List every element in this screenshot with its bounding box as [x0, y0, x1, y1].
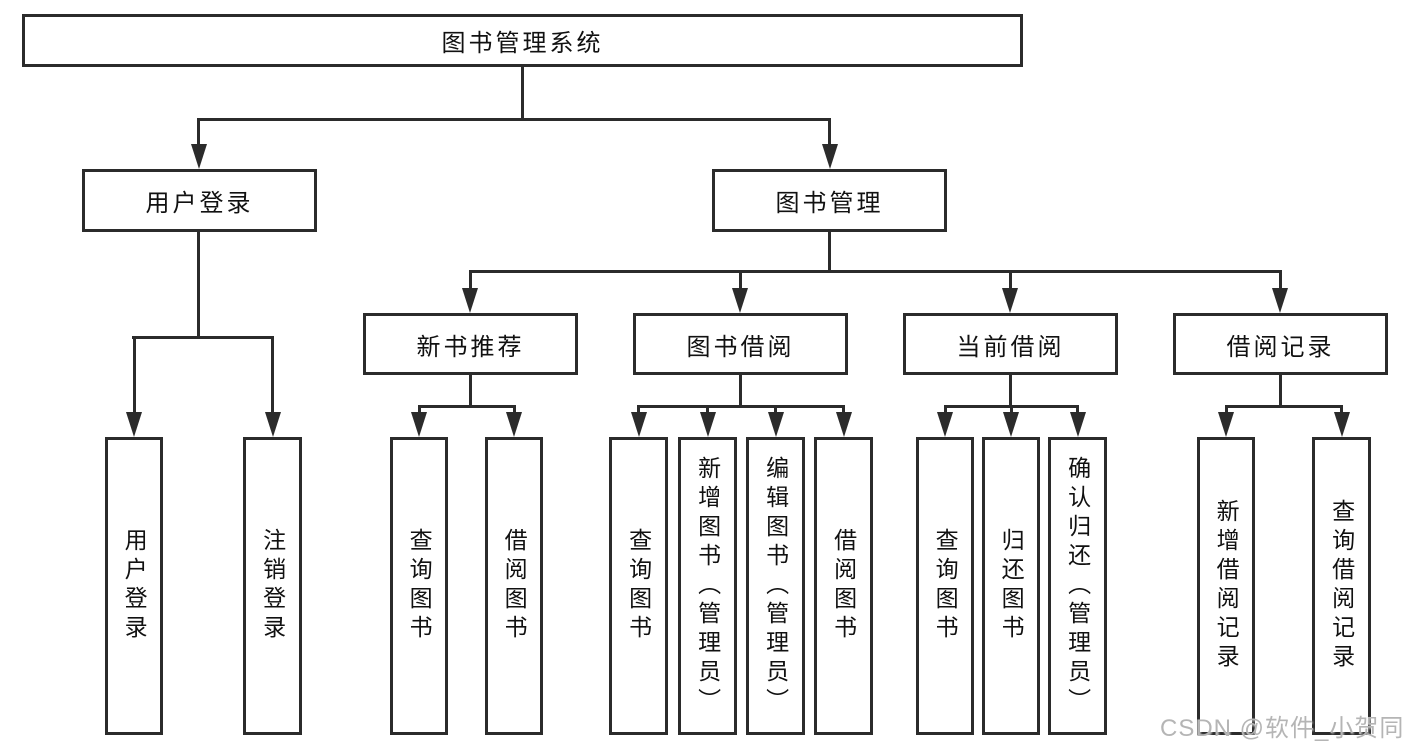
leaf-label: 查询图书: [932, 528, 959, 644]
arrowhead-icon: [411, 412, 427, 437]
connector-line: [417, 408, 421, 414]
connector-line: [943, 408, 947, 414]
leaf-label: 归还图书: [998, 528, 1025, 644]
node-book-management: 图书管理: [712, 169, 947, 232]
leaf-label: 借阅图书: [501, 528, 528, 644]
connector-line: [1009, 375, 1012, 406]
arrowhead-icon: [462, 288, 478, 313]
arrowhead-icon: [937, 412, 953, 437]
arrowhead-icon: [699, 412, 716, 437]
connector-line: [706, 408, 709, 414]
leaf-query-borrow-record: 查询借阅记录: [1312, 437, 1371, 735]
connector-line: [828, 232, 831, 270]
leaf-add-borrow-record: 新增借阅记录: [1197, 437, 1255, 735]
leaf-label: 编辑图书（管理员）: [762, 455, 789, 717]
leaf-query-books-recommend: 查询图书: [390, 437, 448, 735]
connector-line: [738, 273, 742, 290]
connector-line: [271, 339, 274, 414]
leaf-label: 借阅图书: [830, 528, 857, 644]
leaf-label: 查询图书: [406, 528, 433, 644]
connector-line: [468, 270, 1282, 273]
leaf-logout: 注销登录: [243, 437, 302, 735]
leaf-label: 确认归还（管理员）: [1064, 455, 1091, 717]
connector-line: [1008, 273, 1012, 290]
arrowhead-icon: [1272, 288, 1288, 313]
connector-line: [1279, 375, 1282, 406]
leaf-query-books-current: 查询图书: [916, 437, 974, 735]
connector-line: [739, 375, 742, 406]
leaf-label: 用户登录: [121, 528, 148, 644]
connector-line: [197, 121, 200, 146]
connector-line: [417, 405, 516, 408]
watermark: CSDN @软件_小贺同学: [1160, 715, 1405, 742]
leaf-confirm-return-admin: 确认归还（管理员）: [1048, 437, 1107, 735]
arrowhead-icon: [1069, 412, 1086, 437]
connector-line: [637, 408, 640, 414]
connector-line: [1224, 405, 1343, 408]
connector-line: [943, 405, 1079, 408]
connector-line: [1076, 408, 1079, 414]
node-new-book-recommend: 新书推荐: [363, 313, 578, 375]
arrowhead-icon: [264, 412, 281, 437]
node-current-borrowing: 当前借阅: [903, 313, 1118, 375]
leaf-label: 注销登录: [259, 528, 286, 644]
connector-line: [637, 405, 845, 408]
connector-line: [828, 121, 831, 146]
node-user-login: 用户登录: [82, 169, 317, 232]
arrowhead-icon: [630, 412, 647, 437]
connector-line: [469, 375, 472, 406]
leaf-label: 新增借阅记录: [1213, 499, 1240, 673]
arrowhead-icon: [1333, 412, 1350, 437]
leaf-borrow-books-borrowing: 借阅图书: [814, 437, 873, 735]
connector-line: [1340, 408, 1343, 414]
arrowhead-icon: [126, 412, 142, 437]
connector-line: [132, 339, 136, 414]
arrowhead-icon: [767, 412, 784, 437]
connector-line: [774, 408, 777, 414]
leaf-user-login: 用户登录: [105, 437, 163, 735]
connector-line: [197, 232, 200, 336]
connector-line: [521, 67, 524, 118]
arrowhead-icon: [190, 144, 207, 169]
arrowhead-icon: [835, 412, 852, 437]
connector-line: [842, 408, 845, 414]
connector-line: [1278, 273, 1282, 290]
leaf-query-books-borrowing: 查询图书: [609, 437, 668, 735]
arrowhead-icon: [1002, 288, 1018, 313]
connector-line: [1009, 408, 1013, 414]
leaf-borrow-books-recommend: 借阅图书: [485, 437, 543, 735]
node-book-borrowing: 图书借阅: [633, 313, 848, 375]
connector-line: [468, 273, 472, 290]
connector-line: [197, 118, 831, 121]
arrowhead-icon: [1003, 412, 1019, 437]
node-library-system: 图书管理系统: [22, 14, 1023, 67]
arrowhead-icon: [732, 288, 748, 313]
node-borrow-records: 借阅记录: [1173, 313, 1388, 375]
arrowhead-icon: [506, 412, 522, 437]
leaf-label: 新增图书（管理员）: [694, 455, 721, 717]
arrowhead-icon: [1218, 412, 1234, 437]
connector-line: [512, 408, 516, 414]
leaf-add-book-admin: 新增图书（管理员）: [678, 437, 737, 735]
leaf-label: 查询图书: [625, 528, 652, 644]
leaf-edit-book-admin: 编辑图书（管理员）: [746, 437, 805, 735]
arrowhead-icon: [821, 144, 838, 169]
connector-line: [132, 336, 274, 339]
leaf-return-books: 归还图书: [982, 437, 1040, 735]
connector-line: [1224, 408, 1228, 414]
leaf-label: 查询借阅记录: [1328, 499, 1355, 673]
